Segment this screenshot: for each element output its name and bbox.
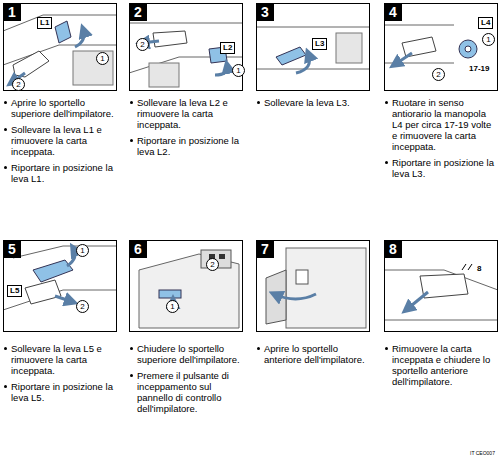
instruction-step: Rimuovere la carta inceppata e chiudere … xyxy=(384,343,498,387)
step-number: 7 xyxy=(256,240,274,258)
instruction-step: Aprire lo sportello anteriore dell'impil… xyxy=(256,343,370,365)
bullet-dot xyxy=(4,166,7,169)
instruction-text: Riportare in posizione la leva L1. xyxy=(11,162,113,184)
callout-number: 1 xyxy=(166,300,179,313)
bullet-dot xyxy=(385,101,388,104)
bullet-dot xyxy=(4,128,7,131)
instruction-text: Riportare in posizione la leva L2. xyxy=(137,135,239,157)
step-number: 6 xyxy=(129,240,147,258)
instruction-text: Ruotare in senso antiorario la manopola … xyxy=(392,97,491,152)
instruction-text: Riportare in posizione la leva L5. xyxy=(11,381,113,403)
instruction-column: Aprire lo sportello anteriore dell'impil… xyxy=(256,343,370,370)
part-label: L1 xyxy=(37,17,52,29)
instruction-column: Ruotare in senso antiorario la manopola … xyxy=(384,97,498,184)
instruction-step: Riportare in posizione la leva L1. xyxy=(3,162,117,184)
bullet-dot xyxy=(385,347,388,350)
step-1-illustration xyxy=(3,15,117,85)
callout-number: 1 xyxy=(232,64,245,77)
step-panel: 7 xyxy=(256,240,370,332)
instruction-step: Riportare in posizione la leva L2. xyxy=(129,135,243,157)
callout-number: 2 xyxy=(12,78,25,91)
instruction-text: Sollevare la leva L1 e rimuovere la cart… xyxy=(11,124,102,157)
instruction-step: Premere il pulsante di inceppamento sul … xyxy=(129,370,243,414)
callout-number: 2 xyxy=(76,300,89,313)
part-label: L2 xyxy=(220,42,235,54)
callout-number: 1 xyxy=(482,33,495,46)
instruction-column: Rimuovere la carta inceppata e chiudere … xyxy=(384,343,498,392)
step-number: 4 xyxy=(384,3,402,21)
instruction-step: Ruotare in senso antiorario la manopola … xyxy=(384,97,498,152)
bullet-dot xyxy=(385,161,388,164)
bullet-dot xyxy=(4,347,7,350)
callout-number: 2 xyxy=(136,38,149,51)
step-4-illustration xyxy=(384,25,477,65)
step-number: 1 xyxy=(3,3,21,21)
bullet-dot xyxy=(4,385,7,388)
instruction-step: Sollevare la leva L3. xyxy=(256,97,370,108)
instruction-column: Sollevare la leva L3. xyxy=(256,97,370,113)
instruction-text: Chiudere lo sportello superiore dell'imp… xyxy=(137,343,240,365)
bullet-dot xyxy=(130,101,133,104)
instruction-step: Sollevare la leva L5 e rimuovere la cart… xyxy=(3,343,117,376)
instruction-step: Chiudere lo sportello superiore dell'imp… xyxy=(129,343,243,365)
step-6-illustration xyxy=(139,250,239,328)
callout-number: 1 xyxy=(96,52,109,65)
instruction-column: Chiudere lo sportello superiore dell'imp… xyxy=(129,343,243,419)
instruction-text: Aprire lo sportello anteriore dell'impil… xyxy=(264,343,365,365)
instruction-column: Sollevare la leva L5 e rimuovere la cart… xyxy=(3,343,117,408)
step-7-illustration xyxy=(266,248,472,328)
step-number: 5 xyxy=(3,240,21,258)
bullet-dot xyxy=(130,347,133,350)
instruction-column: Aprire lo sportello superiore dell'impil… xyxy=(3,97,117,189)
bullet-dot xyxy=(130,374,133,377)
instruction-step: Sollevare la leva L2 e rimuovere la cart… xyxy=(129,97,243,130)
instruction-step: Riportare in posizione la leva L3. xyxy=(384,157,498,179)
instruction-text: Premere il pulsante di inceppamento sul … xyxy=(137,370,229,414)
bullet-dot xyxy=(130,139,133,142)
instruction-text: Riportare in posizione la leva L3. xyxy=(392,157,494,179)
document-code: IT CEO007 xyxy=(470,450,495,456)
step-number: 8 xyxy=(384,240,402,258)
instruction-text: Sollevare la leva L3. xyxy=(264,97,350,108)
part-label: L3 xyxy=(312,38,327,50)
step-8-illustration xyxy=(384,270,498,320)
step-number: 2 xyxy=(129,3,147,21)
instruction-step: Sollevare la leva L1 e rimuovere la cart… xyxy=(3,124,117,157)
step-2-illustration xyxy=(129,23,243,87)
instruction-text: Rimuovere la carta inceppata e chiudere … xyxy=(392,343,490,387)
part-label: 17-19 xyxy=(468,64,490,74)
bullet-dot xyxy=(257,347,260,350)
callout-number: 2 xyxy=(206,258,219,271)
part-label: L4 xyxy=(478,17,493,29)
part-label: L5 xyxy=(7,285,22,297)
instruction-column: Sollevare la leva L2 e rimuovere la cart… xyxy=(129,97,243,162)
step-panel: 6 xyxy=(129,240,243,332)
part-label: 8 xyxy=(476,264,482,274)
step-number: 3 xyxy=(256,3,274,21)
step-3-illustration xyxy=(256,27,370,73)
bullet-dot xyxy=(257,101,260,104)
callout-number: 2 xyxy=(432,68,445,81)
step-panel: 8 xyxy=(384,240,498,332)
bullet-dot xyxy=(4,101,7,104)
instruction-step: Riportare in posizione la leva L5. xyxy=(3,381,117,403)
instruction-text: Aprire lo sportello superiore dell'impil… xyxy=(11,97,114,119)
instruction-text: Sollevare la leva L2 e rimuovere la cart… xyxy=(137,97,228,130)
instruction-text: Sollevare la leva L5 e rimuovere la cart… xyxy=(11,343,102,376)
callout-number: 1 xyxy=(76,244,89,257)
instruction-step: Aprire lo sportello superiore dell'impil… xyxy=(3,97,117,119)
